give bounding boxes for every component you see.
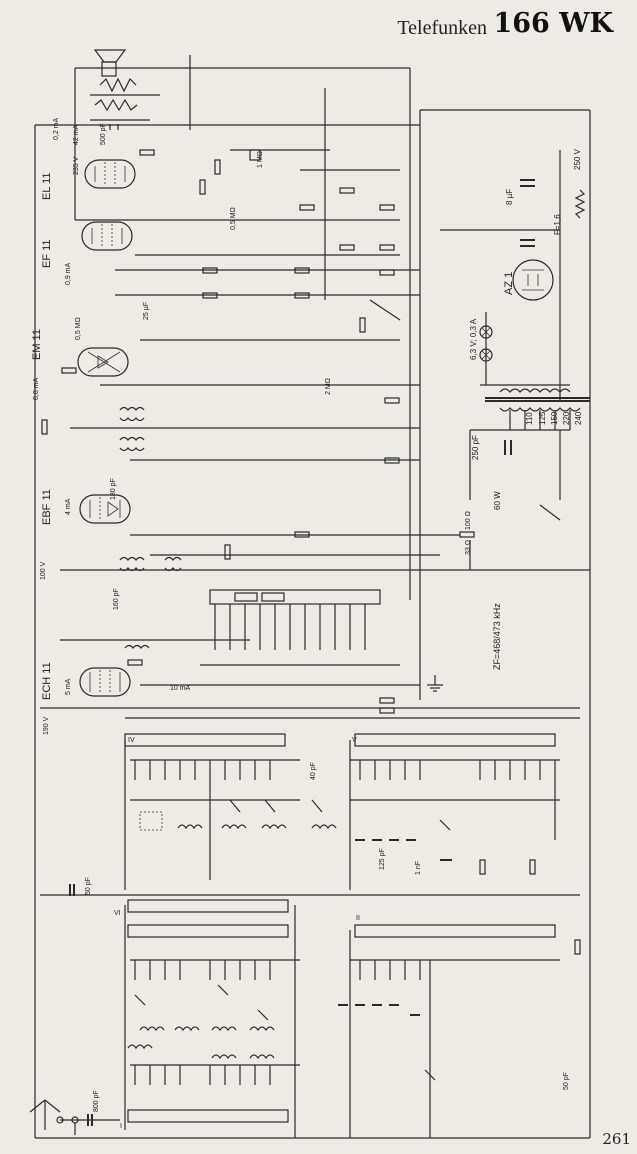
switch-label-iv: IV: [128, 737, 135, 744]
screen-voltage-label: 100 V: [40, 561, 47, 580]
mains-tap-150: 150: [550, 411, 559, 425]
ground-symbols: [427, 675, 443, 692]
switch-bank-lower: [124, 899, 560, 1138]
em11-resistor-label: 0,5 MΩ: [75, 317, 82, 340]
mains-tap-220: 220: [562, 411, 571, 425]
grid-resistor-label: 0,5 MΩ: [230, 207, 237, 230]
bias-resistor-label: 33 Ω: [465, 540, 472, 555]
trimmer-cap-label: 1 nF: [415, 861, 422, 875]
switch-block-mid: [209, 589, 381, 650]
volume-pot-label: 1 MΩ: [257, 151, 264, 168]
if-cap-180-label: 180 pF: [110, 478, 117, 500]
screen-current-label: 0,2 mA: [53, 117, 60, 140]
tube-label-ef11: EF 11: [41, 239, 53, 268]
ech11-current-label: 5 mA: [65, 678, 72, 695]
el11-current-label: 42 mA: [73, 124, 80, 145]
tube-label-ebf11: EBF 11: [41, 489, 53, 525]
mains-tap-110: 110: [525, 412, 534, 425]
tube-em11: [77, 347, 129, 377]
tone-resistor-label: 2 MΩ: [325, 378, 332, 395]
osc-voltage-label: 190 V: [43, 716, 50, 735]
mains-tap-240: 240: [574, 411, 583, 425]
osc-current-label: 10 mA: [170, 685, 191, 692]
cathode-cap-label: 25 µF: [143, 302, 150, 320]
padder-cap-label: 125 pF: [379, 848, 386, 870]
hum-resistor-label: 100 Ω: [465, 511, 472, 530]
antenna-input: [29, 884, 120, 1135]
mains-cap-label: 250 pF: [471, 435, 480, 460]
loudspeaker: [90, 49, 160, 130]
fuse-label: F=1,6: [553, 214, 562, 235]
oscillator-cap-label: 50 pF: [563, 1072, 570, 1090]
power-transformer: [480, 384, 590, 430]
tube-label-ech11: ECH 11: [41, 662, 53, 700]
antenna-coupling-label: 50 pF: [85, 877, 92, 895]
switch-label-v: V: [352, 737, 357, 744]
brand-title: Telefunken: [397, 17, 487, 39]
tube-az1: [512, 259, 554, 301]
antenna-cap-label: 800 pF: [93, 1090, 100, 1112]
ebf11-current-label: 4 mA: [65, 498, 72, 515]
ef11-current-label: 0,9 mA: [65, 262, 72, 285]
supply-voltage-label: 250 V: [573, 148, 582, 170]
if-transformers: [119, 406, 182, 649]
el11-voltage-label: 235 V: [73, 156, 80, 175]
agc-current-label: 0,8 mA: [33, 377, 40, 400]
tube-label-em11: EM 11: [31, 329, 43, 360]
switch-label-vi: VI: [114, 910, 121, 917]
tube-label-el11: EL 11: [41, 172, 53, 200]
main-rails: [34, 55, 591, 1139]
model-title: 166 WK: [493, 8, 613, 39]
pilot-lamps: [479, 312, 493, 385]
switch-label-ii: II: [356, 915, 360, 922]
page-number: 261: [602, 1130, 631, 1148]
mains-power-label: 60 W: [493, 491, 502, 510]
tube-ech11: [79, 667, 131, 697]
mains-section: [469, 179, 586, 570]
rf-coils-lower: [127, 984, 436, 1081]
output-cap-label: 500 pF: [100, 123, 107, 145]
mains-tap-125: 125: [538, 411, 547, 425]
switch-bank-upper: [124, 733, 560, 890]
if-cap-160-label: 160 pF: [113, 588, 120, 610]
tube-label-az1: AZ 1: [503, 272, 515, 295]
filter-cap-label: 8 µF: [505, 189, 514, 205]
pilot-lamp-label: 6,3 V; 0,3 A: [469, 318, 478, 360]
coupling-cap-label: 40 pF: [310, 762, 317, 780]
switch-label-i: I: [120, 1123, 122, 1130]
tube-el11: [84, 159, 136, 189]
rf-coils-upper: [139, 799, 536, 875]
audio-components: [41, 149, 581, 955]
tube-ebf11: [79, 494, 131, 524]
if-frequency-label: ZF=468/473 kHz: [492, 603, 502, 670]
tube-ef11: [81, 221, 133, 251]
